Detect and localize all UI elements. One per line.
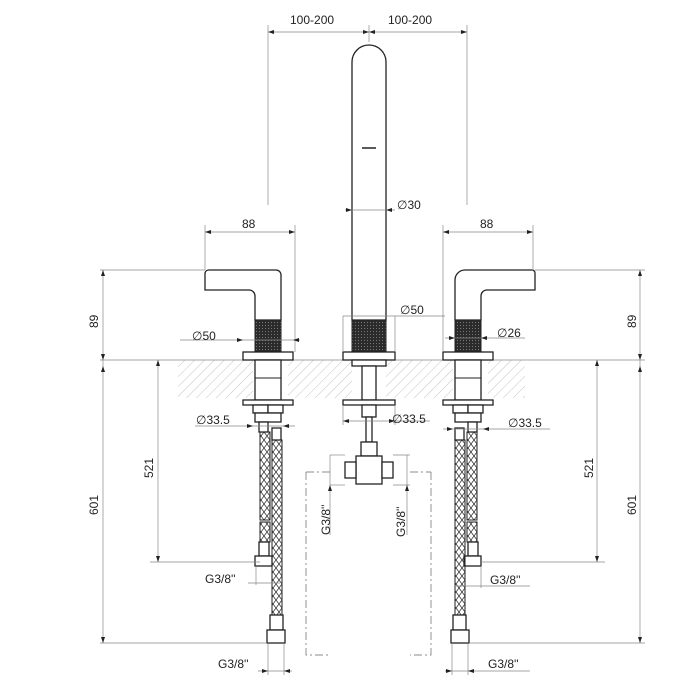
dim-left-depth-short: 521 bbox=[142, 458, 156, 478]
dim-right-thread-bottom: G3/8'' bbox=[488, 657, 519, 671]
dim-left-handle-width: 88 bbox=[242, 217, 256, 231]
right-handle bbox=[442, 269, 536, 423]
center-thread-markers bbox=[305, 454, 432, 656]
dim-right-knurl-diameter: ∅26 bbox=[497, 326, 521, 340]
left-hoses bbox=[254, 421, 286, 644]
dim-spout-base-diameter: ∅50 bbox=[400, 303, 424, 317]
dim-right-handle-width: 88 bbox=[480, 217, 494, 231]
dim-spout-diameter: ∅30 bbox=[397, 198, 421, 212]
dim-left-depth-long: 601 bbox=[87, 495, 101, 515]
dim-right-depth-short: 521 bbox=[582, 458, 596, 478]
dim-right-depth-long: 601 bbox=[625, 495, 639, 515]
dim-left-thread-mid: G3/8'' bbox=[205, 572, 236, 586]
dim-right-handle-height: 89 bbox=[625, 314, 639, 328]
dim-left-handle-height: 89 bbox=[87, 314, 101, 328]
dim-left-base-diameter: ∅50 bbox=[192, 329, 216, 343]
left-handle bbox=[204, 269, 294, 423]
dim-left-thread-bottom: G3/8'' bbox=[218, 657, 249, 671]
dim-center-hole-diameter: ∅33.5 bbox=[392, 412, 426, 426]
dim-right-thread-mid: G3/8'' bbox=[490, 573, 521, 587]
spout bbox=[342, 44, 396, 485]
spout-offset-dimensions bbox=[267, 25, 468, 205]
dim-spout-offset-left: 100-200 bbox=[290, 13, 334, 27]
dim-right-hole-diameter: ∅33.5 bbox=[508, 416, 542, 430]
dim-spout-offset-right: 100-200 bbox=[388, 13, 432, 27]
dim-center-thread-right: G3/8'' bbox=[394, 506, 408, 537]
dim-center-thread-left: G3/8'' bbox=[319, 504, 333, 535]
dim-left-hole-diameter: ∅33.5 bbox=[196, 413, 230, 427]
right-hoses bbox=[450, 421, 482, 644]
